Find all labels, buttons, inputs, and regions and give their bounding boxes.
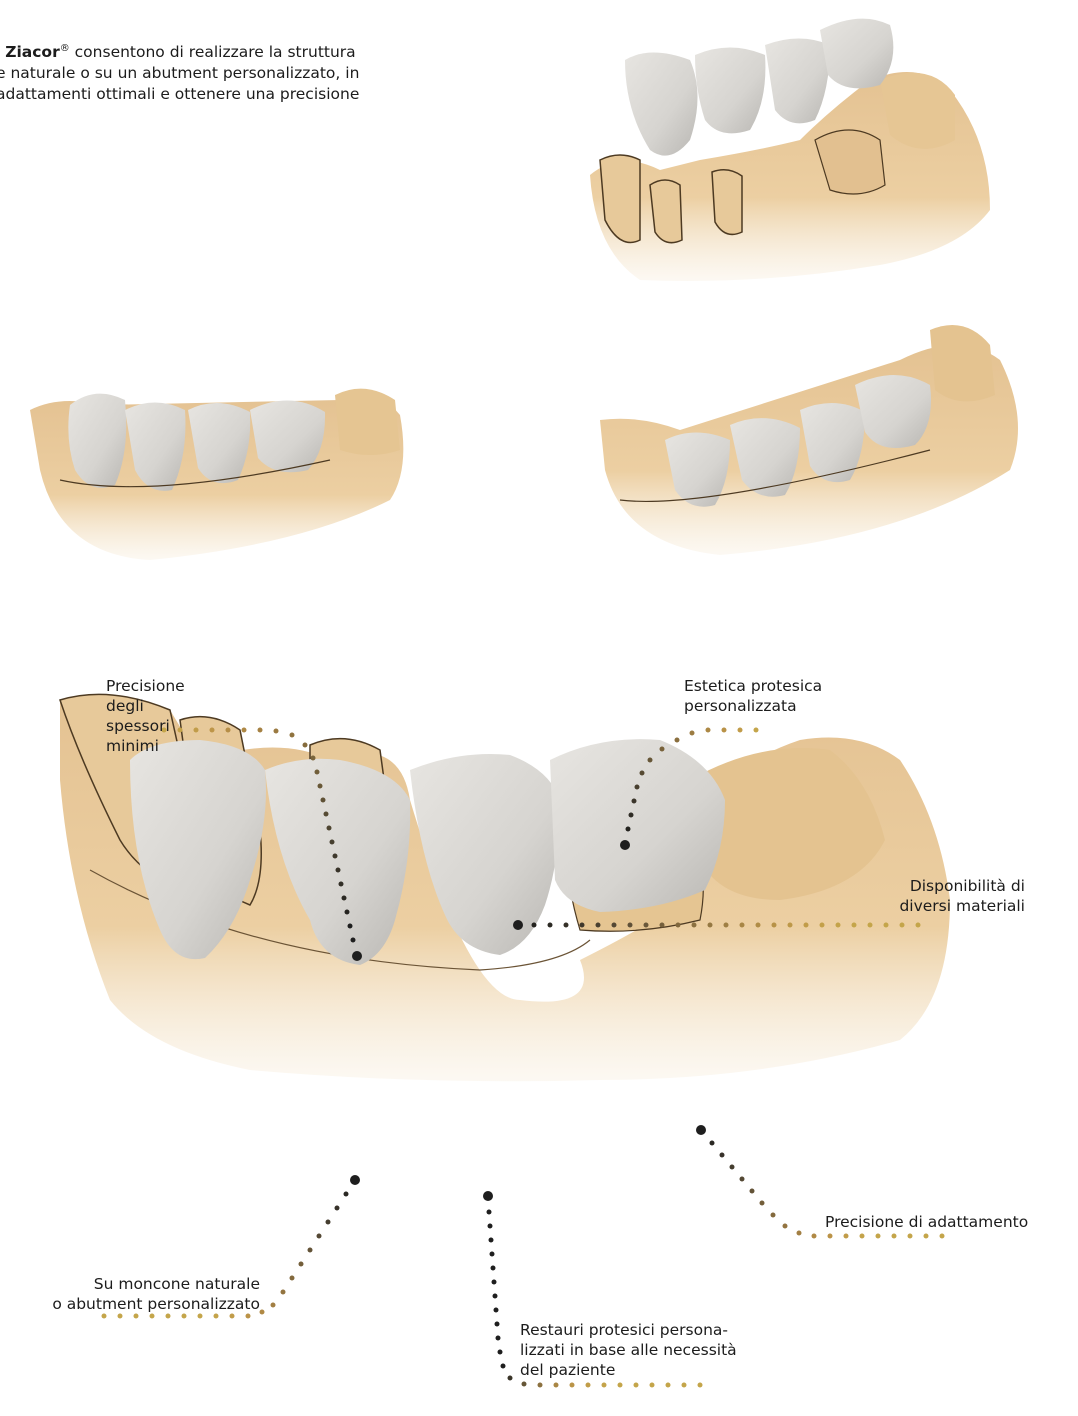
callout-aesthetics: Estetica protesica personalizzata (684, 676, 822, 716)
callout-fit: Precisione di adattamento (825, 1212, 1028, 1232)
model-bridge-left (30, 389, 403, 560)
callout-custom-restorations: Restauri protesici persona- lizzati in b… (520, 1320, 737, 1380)
callout-abutment: Su moncone naturale o abutment personali… (52, 1274, 260, 1314)
model-bridge-right (600, 325, 1018, 555)
callout-materials: Disponibilità di diversi materiali (899, 876, 1025, 916)
model-bridge-exploded (590, 19, 990, 281)
